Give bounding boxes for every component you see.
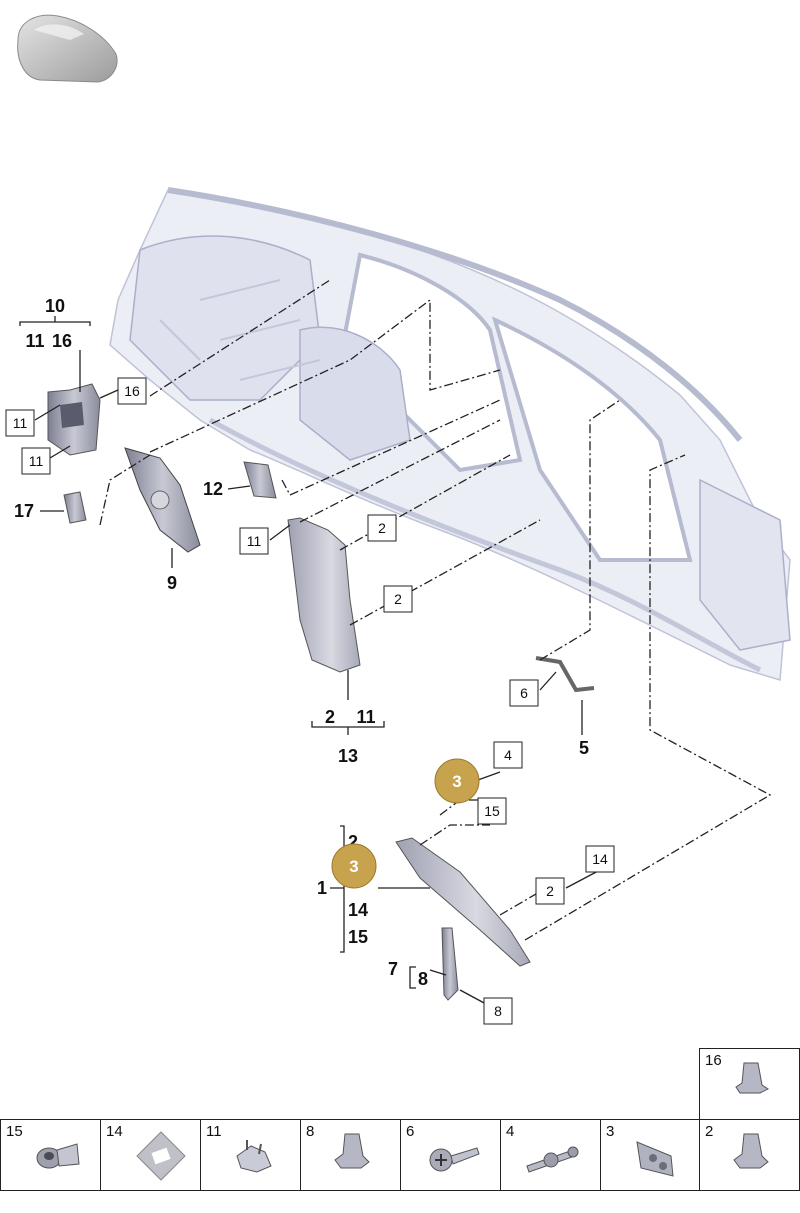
- legend-cell-16: 16: [699, 1048, 800, 1120]
- svg-text:4: 4: [504, 747, 512, 763]
- legend-cell-number: 8: [306, 1123, 315, 1140]
- rivet-nut-icon: [36, 1143, 80, 1169]
- svg-text:3: 3: [452, 772, 461, 791]
- leader-lines: [99, 279, 772, 941]
- legend-cell-8: 8: [300, 1119, 401, 1191]
- legend-cell-4: 4: [500, 1119, 601, 1191]
- label-16: 16: [52, 331, 72, 351]
- part-10-bracket: [47, 383, 101, 456]
- box-4: 4: [493, 741, 523, 769]
- svg-text:11: 11: [13, 415, 28, 431]
- part-1-a-pillar-trim: [395, 837, 531, 967]
- box-2-c: 2: [535, 877, 565, 905]
- solid-leaders: [19, 316, 601, 1005]
- legend-cell-3: 3: [600, 1119, 701, 1191]
- legend-cell-number: 2: [705, 1123, 714, 1140]
- legend-cell-14: 14: [100, 1119, 201, 1191]
- legend-cell-number: 15: [6, 1123, 23, 1140]
- part-12-clip: [243, 461, 277, 499]
- svg-text:2: 2: [546, 883, 554, 899]
- clip-icon: [733, 1133, 769, 1169]
- body-shell-illustration: [109, 187, 791, 681]
- legend-cell-number: 6: [406, 1123, 415, 1140]
- legend-cell-6: 6: [400, 1119, 501, 1191]
- label-12: 12: [203, 479, 223, 499]
- part-9-trim: [124, 447, 201, 553]
- part-17-clip: [63, 491, 87, 524]
- legend-cell-15: 15: [0, 1119, 101, 1191]
- car-model-icon: [17, 14, 118, 83]
- legend-cell-number: 14: [106, 1123, 123, 1140]
- pad-icon: [136, 1131, 186, 1181]
- part-13-pillar-trim: [287, 517, 361, 673]
- box-2-a: 2: [367, 514, 397, 542]
- legend-cell-number: 3: [606, 1123, 615, 1140]
- legend-cell-number: 16: [705, 1052, 722, 1069]
- box-11-a: 11: [5, 409, 35, 437]
- label-9: 9: [167, 573, 177, 593]
- svg-text:11: 11: [29, 453, 44, 469]
- svg-text:11: 11: [247, 533, 262, 549]
- label-1-child-2: 2: [348, 832, 358, 852]
- label-1-child-15: 15: [348, 927, 368, 947]
- clip-icon: [334, 1133, 370, 1169]
- svg-text:8: 8: [494, 1003, 502, 1019]
- clip-icon: [236, 1140, 272, 1173]
- label-7: 7: [388, 959, 398, 979]
- box-8: 8: [483, 997, 513, 1025]
- bolt-icon: [526, 1146, 579, 1173]
- svg-text:15: 15: [484, 803, 500, 819]
- svg-text:2: 2: [394, 591, 402, 607]
- part-7-trim: [441, 927, 459, 1001]
- label-13-child-2: 2: [325, 707, 335, 727]
- bracket-icon: [636, 1141, 674, 1177]
- box-2-b: 2: [383, 585, 413, 613]
- box-11-c: 11: [239, 527, 269, 555]
- screw-icon: [429, 1147, 480, 1172]
- legend-cell-11: 11: [200, 1119, 301, 1191]
- box-15: 15: [477, 797, 507, 825]
- svg-text:2: 2: [378, 520, 386, 536]
- box-11-b: 11: [21, 447, 51, 475]
- svg-text:14: 14: [592, 851, 608, 867]
- label-10: 10: [45, 296, 65, 316]
- label-11: 11: [25, 331, 44, 351]
- label-17: 17: [14, 501, 34, 521]
- label-13-child-11: 11: [356, 707, 375, 727]
- clip-icon: [735, 1062, 769, 1094]
- box-14: 14: [585, 845, 615, 873]
- gold-marker-3-lower: 3: [331, 843, 377, 889]
- label-1-child-14: 14: [348, 900, 368, 920]
- part-5-wire-bracket: [535, 656, 595, 693]
- legend-cell-number: 4: [506, 1123, 515, 1140]
- box-6: 6: [509, 679, 539, 707]
- svg-text:16: 16: [124, 383, 140, 399]
- gold-marker-3-upper: 3: [434, 758, 480, 804]
- label-7-child-8: 8: [418, 969, 428, 989]
- legend-cell-2: 2: [699, 1119, 800, 1191]
- label-1: 1: [317, 878, 327, 898]
- label-5: 5: [579, 738, 589, 758]
- svg-text:3: 3: [349, 857, 358, 876]
- svg-text:6: 6: [520, 685, 528, 701]
- box-16: 16: [117, 377, 147, 405]
- label-13: 13: [338, 746, 358, 766]
- legend-cell-number: 11: [206, 1123, 222, 1140]
